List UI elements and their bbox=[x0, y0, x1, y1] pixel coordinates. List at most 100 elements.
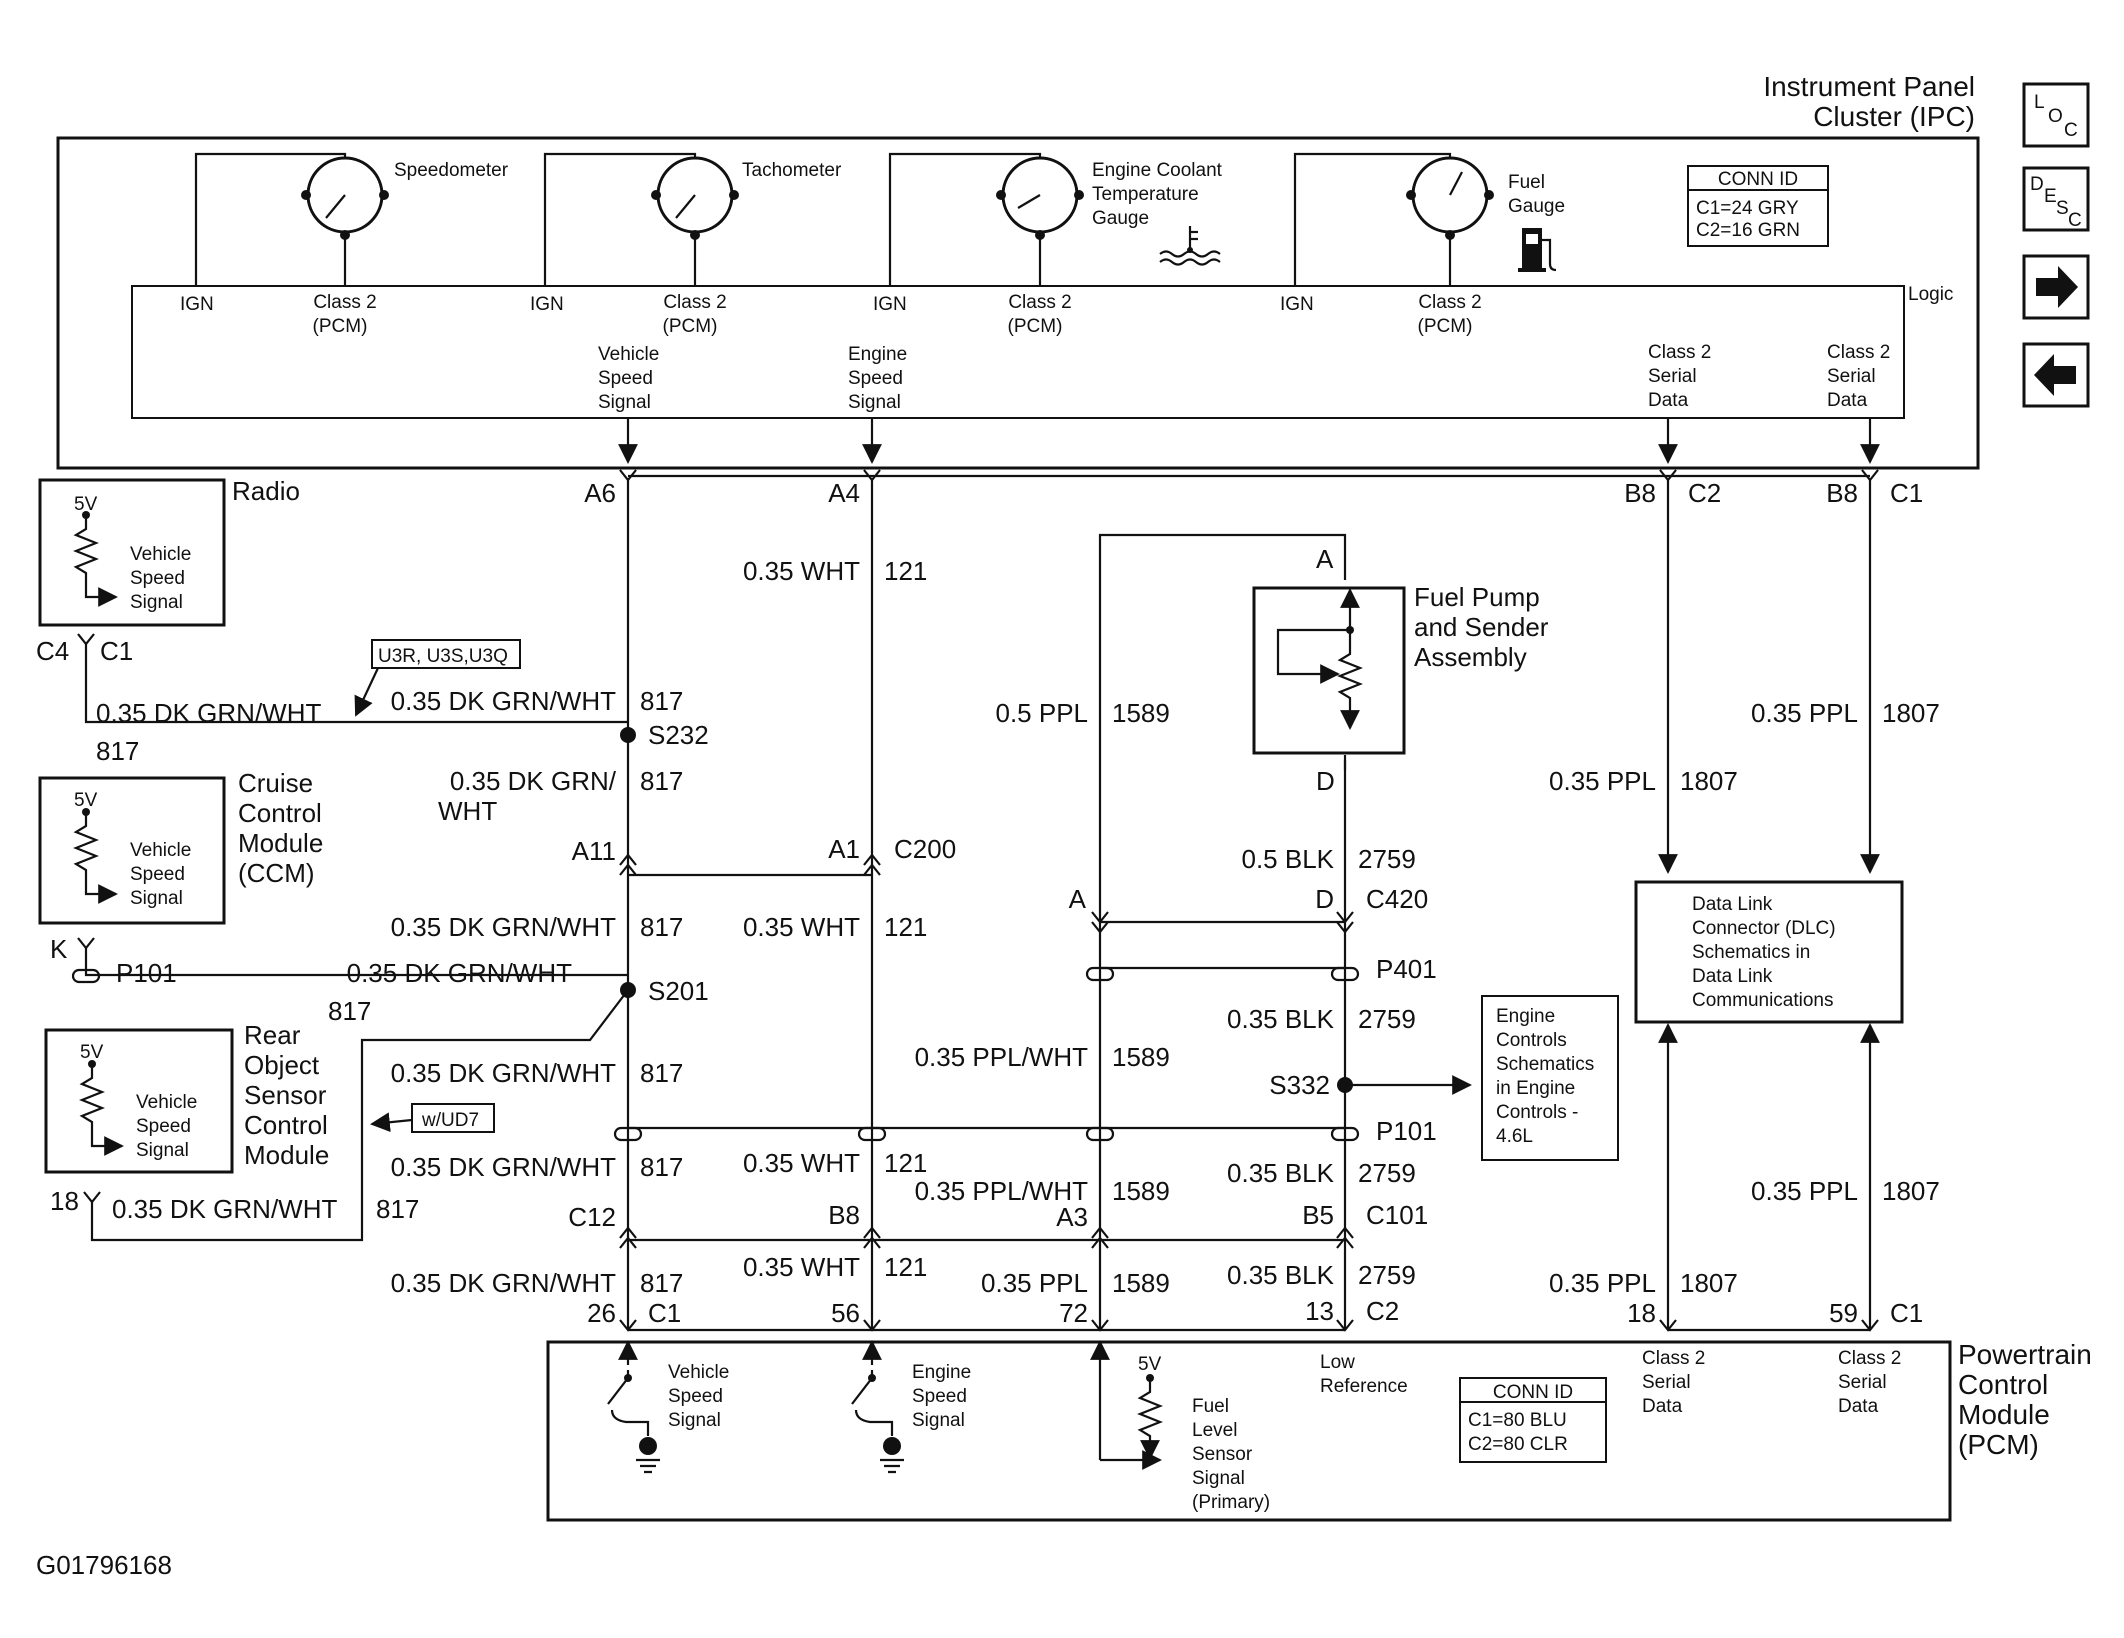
coolant-gauge: Engine Coolant Temperature Gauge bbox=[996, 156, 1223, 266]
svg-text:5V: 5V bbox=[74, 790, 98, 811]
svg-text:(Primary): (Primary) bbox=[1192, 1492, 1270, 1513]
svg-text:Speed: Speed bbox=[912, 1386, 967, 1407]
svg-text:2759: 2759 bbox=[1358, 1004, 1416, 1034]
svg-text:817: 817 bbox=[640, 1058, 683, 1088]
svg-text:18: 18 bbox=[50, 1186, 79, 1216]
ipc-ess-1: Engine bbox=[848, 344, 907, 365]
svg-text:5V: 5V bbox=[1138, 1354, 1162, 1375]
svg-text:Fuel: Fuel bbox=[1192, 1396, 1229, 1417]
desc-button[interactable]: D E S C bbox=[2022, 166, 2090, 232]
connector-labels: A6 A4 B8 C2 B8 C1 A11 A1 C200 A D C420 P… bbox=[568, 478, 1923, 1328]
svg-text:5V: 5V bbox=[74, 494, 98, 515]
svg-text:(PCM): (PCM) bbox=[1958, 1429, 2039, 1460]
svg-text:C2: C2 bbox=[1688, 478, 1721, 508]
svg-text:121: 121 bbox=[884, 912, 927, 942]
ipc-title-1: Instrument Panel bbox=[1763, 71, 1975, 102]
back-button[interactable] bbox=[2022, 342, 2090, 408]
svg-text:Rear: Rear bbox=[244, 1020, 301, 1050]
svg-text:D: D bbox=[1315, 884, 1334, 914]
class2-pcm-4a: Class 2 bbox=[1418, 292, 1481, 313]
svg-text:A: A bbox=[1069, 884, 1087, 914]
nav-buttons: L O C D E S C bbox=[2022, 82, 2090, 408]
svg-text:1589: 1589 bbox=[1112, 1042, 1170, 1072]
svg-text:0.35 DK GRN/WHT: 0.35 DK GRN/WHT bbox=[391, 912, 616, 942]
svg-text:1807: 1807 bbox=[1882, 1176, 1940, 1206]
svg-text:0.35 PPL: 0.35 PPL bbox=[1751, 698, 1858, 728]
svg-text:Low: Low bbox=[1320, 1352, 1355, 1373]
svg-text:C12: C12 bbox=[568, 1202, 616, 1232]
svg-text:Vehicle: Vehicle bbox=[668, 1362, 729, 1383]
ipc-title-2: Cluster (IPC) bbox=[1813, 101, 1975, 132]
ign-label-1: IGN bbox=[180, 294, 214, 315]
ipc-vss-1: Vehicle bbox=[598, 344, 659, 365]
svg-text:in Engine: in Engine bbox=[1496, 1078, 1575, 1099]
svg-text:Speed: Speed bbox=[130, 568, 185, 589]
svg-text:Controls -: Controls - bbox=[1496, 1102, 1578, 1123]
svg-text:0.35 PPL: 0.35 PPL bbox=[1549, 766, 1656, 796]
svg-text:1589: 1589 bbox=[1112, 1268, 1170, 1298]
svg-text:0.5 PPL: 0.5 PPL bbox=[995, 698, 1088, 728]
svg-text:A6: A6 bbox=[584, 478, 616, 508]
splice-s232 bbox=[620, 727, 636, 743]
ipc-serial-a-2: Serial bbox=[1648, 366, 1697, 387]
radio-module: Radio 5V Vehicle Speed Signal C4 C1 817 bbox=[36, 476, 300, 766]
class2-pcm-3a: Class 2 bbox=[1008, 292, 1071, 313]
svg-text:Control: Control bbox=[244, 1110, 328, 1140]
ipc-logic-box bbox=[131, 285, 1905, 419]
class2-pcm-1b: (PCM) bbox=[313, 316, 368, 337]
loc-button[interactable]: L O C bbox=[2022, 82, 2090, 148]
svg-text:K: K bbox=[50, 934, 68, 964]
svg-text:1589: 1589 bbox=[1112, 1176, 1170, 1206]
svg-text:A4: A4 bbox=[828, 478, 860, 508]
svg-text:Control: Control bbox=[238, 798, 322, 828]
pcm-block: Powertrain Control Module (PCM) Vehicle … bbox=[546, 1339, 2092, 1522]
svg-text:0.5 BLK: 0.5 BLK bbox=[1241, 844, 1334, 874]
svg-text:(CCM): (CCM) bbox=[238, 858, 315, 888]
svg-text:S232: S232 bbox=[648, 720, 709, 750]
ipc-block: Instrument Panel Cluster (IPC) Logic CON… bbox=[56, 71, 1980, 470]
class2-pcm-1a: Class 2 bbox=[313, 292, 376, 313]
svg-text:Module: Module bbox=[238, 828, 323, 858]
svg-text:Cruise: Cruise bbox=[238, 768, 313, 798]
svg-text:Reference: Reference bbox=[1320, 1376, 1408, 1397]
svg-text:0.35 PPL/WHT: 0.35 PPL/WHT bbox=[915, 1176, 1089, 1206]
svg-text:0.35 WHT: 0.35 WHT bbox=[743, 1252, 860, 1282]
svg-text:817: 817 bbox=[640, 912, 683, 942]
svg-text:A3: A3 bbox=[1056, 1202, 1088, 1232]
svg-text:C: C bbox=[2064, 120, 2078, 141]
svg-text:P101: P101 bbox=[116, 958, 177, 988]
svg-text:Signal: Signal bbox=[912, 1410, 965, 1431]
radio-title: Radio bbox=[232, 476, 300, 506]
svg-text:Sensor: Sensor bbox=[1192, 1444, 1253, 1465]
svg-text:Assembly: Assembly bbox=[1414, 642, 1527, 672]
ipc-conn-id-c2: C2=16 GRN bbox=[1696, 220, 1800, 241]
svg-text:Speed: Speed bbox=[668, 1386, 723, 1407]
ipc-ess-2: Speed bbox=[848, 368, 903, 389]
svg-text:P401: P401 bbox=[1376, 954, 1437, 984]
svg-text:Class 2: Class 2 bbox=[1838, 1348, 1901, 1369]
fuel-gauge-label-2: Gauge bbox=[1508, 196, 1565, 217]
svg-text:1807: 1807 bbox=[1882, 698, 1940, 728]
svg-text:Powertrain: Powertrain bbox=[1958, 1339, 2092, 1370]
ipc-conn-id-c1: C1=24 GRY bbox=[1696, 198, 1799, 219]
svg-text:Fuel Pump: Fuel Pump bbox=[1414, 582, 1540, 612]
svg-text:Signal: Signal bbox=[668, 1410, 721, 1431]
figure-id: G01796168 bbox=[36, 1550, 172, 1580]
fuel-gauge: Fuel Gauge bbox=[1406, 156, 1565, 272]
svg-text:Object: Object bbox=[244, 1050, 320, 1080]
ign-label-3: IGN bbox=[873, 294, 907, 315]
ipc-conn-id-box bbox=[1687, 165, 1829, 247]
svg-text:L: L bbox=[2034, 92, 2045, 113]
forward-button[interactable] bbox=[2022, 254, 2090, 320]
ipc-serial-b-2: Serial bbox=[1827, 366, 1876, 387]
svg-text:Module: Module bbox=[1958, 1399, 2050, 1430]
svg-text:E: E bbox=[2044, 186, 2057, 207]
ign-label-2: IGN bbox=[530, 294, 564, 315]
svg-text:A11: A11 bbox=[572, 836, 616, 866]
svg-text:CONN ID: CONN ID bbox=[1493, 1382, 1573, 1403]
svg-text:121: 121 bbox=[884, 1252, 927, 1282]
ipc-serial-b-1: Class 2 bbox=[1827, 342, 1890, 363]
svg-text:C2=80 CLR: C2=80 CLR bbox=[1468, 1434, 1568, 1455]
ipc-logic-label: Logic bbox=[1908, 284, 1953, 305]
svg-text:A1: A1 bbox=[828, 834, 860, 864]
